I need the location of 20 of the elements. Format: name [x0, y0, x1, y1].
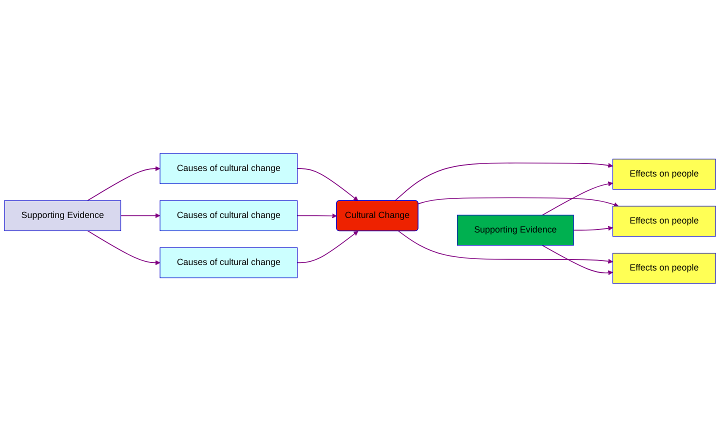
node-box: Supporting Evidence — [456, 214, 574, 246]
node-box: Causes of cultural change — [160, 200, 298, 232]
arrow — [87, 166, 160, 201]
arrow — [394, 162, 614, 202]
arrow — [398, 230, 614, 264]
arrow — [296, 230, 358, 264]
node-box: Supporting Evidence — [4, 200, 122, 232]
arrow — [542, 182, 614, 216]
node-box: Effects on people — [612, 158, 716, 190]
arrow — [573, 226, 614, 231]
node-box: Effects on people — [612, 206, 716, 237]
arrow — [296, 168, 358, 202]
arrow — [296, 213, 337, 218]
arrow — [418, 197, 619, 208]
arrow — [87, 230, 160, 266]
arrow — [120, 213, 160, 218]
node-box: Effects on people — [612, 252, 716, 284]
node-box: Causes of cultural change — [160, 247, 298, 278]
arrow — [542, 244, 614, 276]
node-box: Causes of cultural change — [160, 153, 298, 184]
